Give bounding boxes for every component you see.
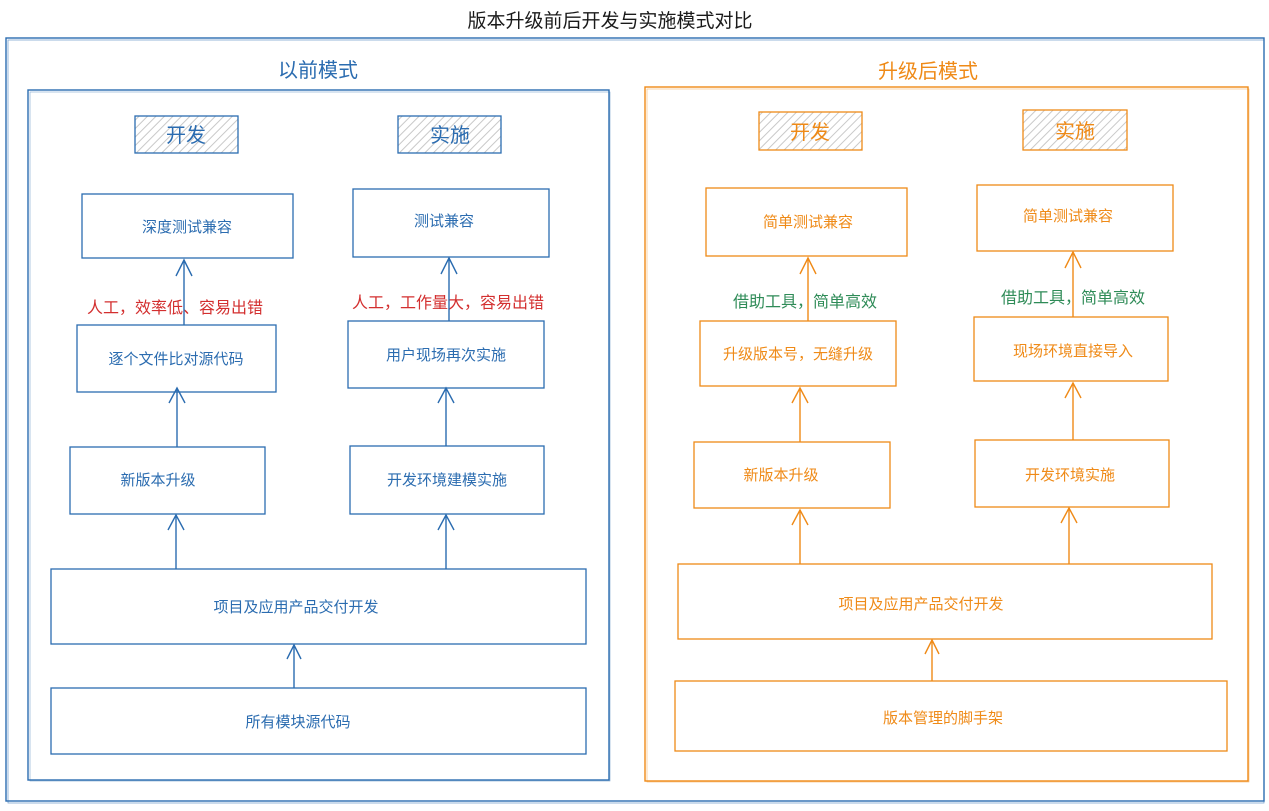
old-mode-heading: 以前模式 [278,58,358,82]
new-mode-frame [644,86,1249,782]
old-wide-box [50,568,587,645]
old-impl-bottom-text: 开发环境建模实施 [387,471,507,489]
old-arrow-impl-2 [437,386,455,446]
old-arrow-dev-3 [167,513,185,569]
old-dev-top-box [81,193,294,259]
new-base-text: 版本管理的脚手架 [883,709,1003,727]
new-arrow-base [924,638,940,681]
new-dev-label-box [758,111,863,151]
old-arrow-base [286,643,302,688]
new-impl-bottom-text: 开发环境实施 [1025,466,1115,484]
old-dev-note: 人工，效率低、容易出错 [87,298,263,317]
new-arrow-dev-2 [791,386,809,442]
old-impl-mid-text: 用户现场再次实施 [386,346,506,364]
new-dev-mid-text: 升级版本号，无缝升级 [723,345,873,363]
new-arrow-dev-3 [791,508,809,564]
old-arrow-dev-1 [175,258,193,325]
diagram-title: 版本升级前后开发与实施模式对比 [467,10,752,32]
old-arrows [167,256,458,688]
old-arrow-dev-2 [168,386,186,447]
new-base-box [674,680,1228,752]
new-dev-mid-box [699,320,897,387]
old-dev-label: 开发 [166,123,206,147]
old-base-text: 所有模块源代码 [245,713,350,731]
old-mode-frame-sketch [29,91,611,782]
old-dev-label-box [134,115,239,154]
old-mode-frame [27,89,610,781]
old-impl-bottom-box [349,445,545,515]
new-wide-box [677,563,1213,640]
old-dev-bottom-text: 新版本升级 [120,471,195,489]
new-arrow-impl-2 [1064,381,1082,440]
new-mode-panel: 升级后模式 开发 实施 简单测试兼容 借助工具，简单高效 升级版本号，无缝升级 … [644,59,1250,783]
new-impl-bottom-box [974,439,1170,508]
old-impl-label-box [397,115,502,154]
new-dev-label: 开发 [790,120,830,144]
new-dev-top-text: 简单测试兼容 [763,213,853,231]
new-impl-mid-text: 现场环境直接导入 [1013,342,1133,360]
old-impl-label: 实施 [430,123,470,147]
new-impl-label-box [1022,109,1128,151]
old-mode-panel: 以前模式 开发 实施 深度测试兼容 人工，效率低、容易出错 逐个文件比对源代码 … [27,58,611,782]
new-impl-mid-box [973,316,1169,382]
old-dev-bottom-box [69,446,266,515]
new-arrow-impl-3 [1060,506,1078,564]
new-dev-note: 借助工具，简单高效 [733,292,877,311]
old-dev-mid-text: 逐个文件比对源代码 [108,350,243,368]
new-mode-heading: 升级后模式 [878,59,978,83]
new-impl-label: 实施 [1055,119,1095,143]
old-base-box [50,687,587,755]
old-arrow-impl-3 [437,513,455,569]
new-dev-top-box [705,187,908,257]
outer-frame-sketch [7,39,1265,804]
new-impl-top-box [976,184,1174,252]
old-dev-top-text: 深度测试兼容 [142,218,232,236]
old-arrow-impl-1 [440,256,458,321]
old-impl-top-box [352,188,550,258]
old-wide-text: 项目及应用产品交付开发 [213,598,378,616]
new-mode-frame-sketch [646,88,1250,783]
old-impl-note: 人工，工作量大，容易出错 [352,293,544,312]
new-arrow-dev-1 [799,256,817,321]
old-impl-top-text: 测试兼容 [414,212,474,230]
new-dev-bottom-box [693,441,891,509]
new-impl-top-text: 简单测试兼容 [1023,207,1113,225]
new-arrows [791,250,1082,681]
new-wide-text: 项目及应用产品交付开发 [838,595,1003,613]
new-dev-bottom-text: 新版本升级 [743,466,818,484]
new-arrow-impl-1 [1064,250,1082,317]
